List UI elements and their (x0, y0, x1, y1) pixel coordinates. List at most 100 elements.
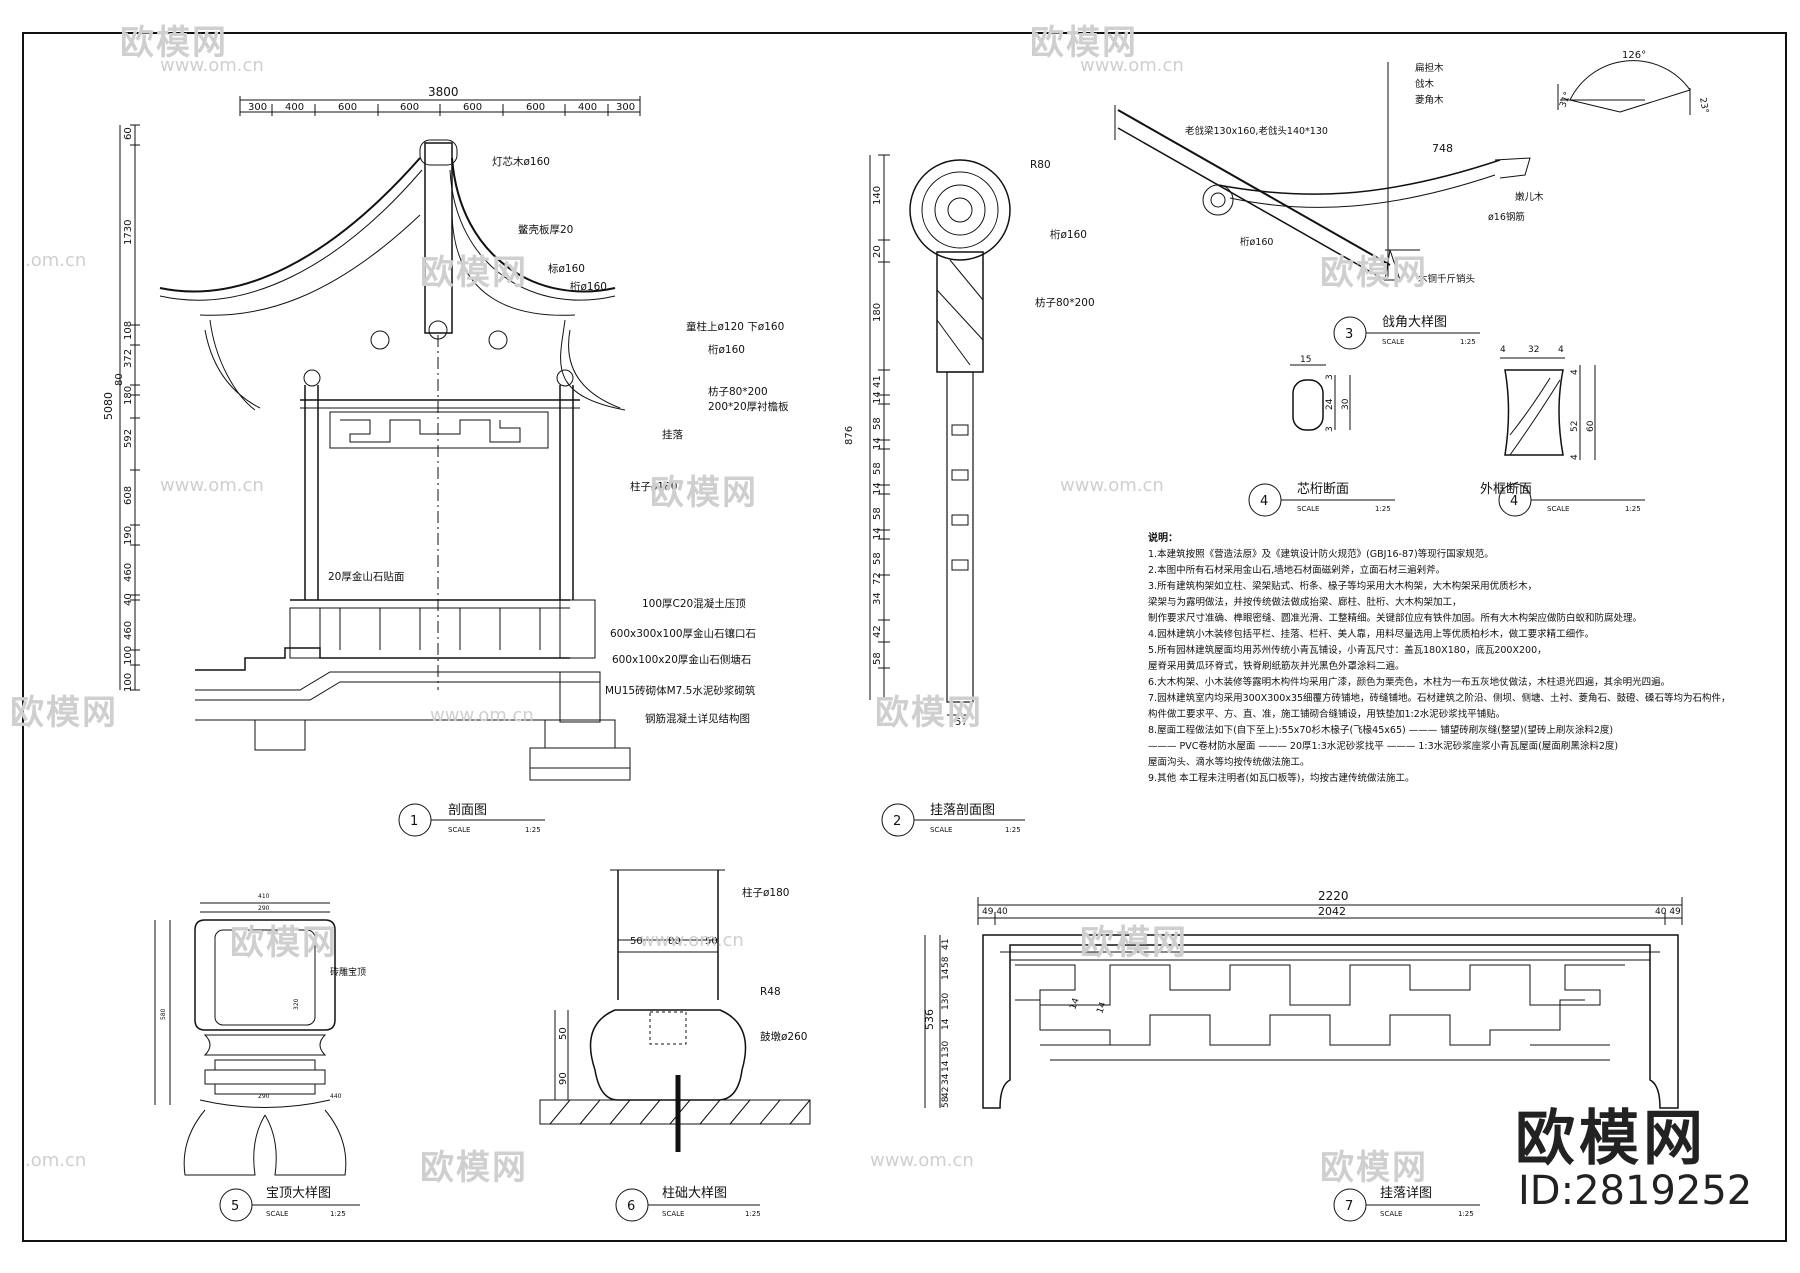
d7-right-dims: 40 49 (1655, 907, 1681, 917)
d3-label: 菱角木 (1415, 94, 1444, 106)
d7-side-dim: 14 (941, 968, 951, 980)
notes-item: 5.所有园林建筑屋面均用苏州传统小青瓦铺设，小青瓦尺寸：盖瓦180X180，底瓦… (1148, 645, 1547, 656)
d1-label: 600x300x100厚金山石镶口石 (610, 627, 756, 640)
notes-heading: 说明： (1148, 533, 1178, 544)
d4a-dim: 15 (1300, 355, 1311, 365)
watermark: 欧模网 (875, 693, 983, 733)
d2-dim: 140 (872, 186, 883, 205)
d6-label: 柱子ø180 (742, 886, 789, 899)
d4a-scale-label: SCALE (1297, 505, 1319, 513)
watermark-url: www.om.cn (430, 705, 534, 726)
d6-dim: 50 (630, 936, 643, 947)
d1-label: 灯芯木ø160 (492, 155, 550, 168)
d7-side-dim: 14 (941, 1018, 951, 1030)
d4a-num: 4 (1260, 494, 1268, 509)
watermark-url: www.om.cn (640, 930, 744, 951)
notes-item: 6.大木构架、小木装修等露明木构件均采用广漆，颜色为栗壳色，木柱为一布五灰地仗做… (1148, 677, 1671, 688)
d1-top-total: 3800 (428, 85, 459, 99)
d1-top-dim: 400 (285, 102, 304, 113)
drawing-4a-core-purlin (1290, 364, 1351, 431)
d5-label: 砖雕宝顶 (330, 966, 366, 978)
drawing-5-finial (154, 902, 347, 1176)
d1-label: 鳖壳板厚20 (518, 223, 573, 236)
watermark: 欧模网 (1080, 923, 1188, 963)
d4b-dim: 4 (1500, 345, 1506, 355)
d3-scale: 1:25 (1460, 338, 1476, 346)
d4b-dim: 4 (1558, 345, 1564, 355)
d3-label: 748 (1432, 142, 1453, 155)
watermark: 欧模网 (1030, 23, 1138, 63)
d1-label: 20厚金山石贴面 (328, 570, 404, 583)
d6-dim: 50 (558, 1027, 569, 1040)
d1-side-dim: 592 (123, 429, 134, 448)
d3-scale-label: SCALE (1382, 338, 1404, 346)
d5-title: 宝顶大样图 (266, 1186, 331, 1201)
d2-dim: 42 (872, 625, 883, 638)
d2-dim: 876 (844, 426, 855, 445)
d1-label: 钢筋混凝土详见结构图 (645, 712, 750, 725)
d1-side-dim: 1730 (123, 220, 134, 245)
d2-scale-label: SCALE (930, 826, 952, 834)
d6-label: 鼓墩ø260 (760, 1030, 807, 1043)
d4b-dim: 4 (1570, 369, 1580, 375)
d7-side-dim: 58 (941, 1096, 951, 1108)
d1-label: 童柱上ø120 下ø160 (686, 320, 784, 333)
d2-dim: 14 (872, 437, 883, 450)
d2-dim: 41 (872, 375, 883, 388)
d4a-dim: 30 (1341, 398, 1351, 410)
drawing-3-hip-corner (1114, 60, 1691, 281)
watermark: 欧模网 (120, 23, 228, 63)
notes-item: 9.其他 本工程未注明者(如瓦口板等)，均按古建传统做法施工。 (1148, 773, 1415, 784)
d1-side-dim: 460 (123, 621, 134, 640)
notes-item: 3.所有建筑构架如立柱、梁架贴式、桁条、椽子等均采用大木构架，大木构架采用优质杉… (1148, 581, 1538, 592)
drawing-1-section (119, 96, 641, 781)
d2-dim: 20 (872, 245, 883, 258)
d1-label: 标ø160 (548, 263, 585, 275)
notes-item: 8.屋面工程做法如下(自下至上):55x70杉木椽子(飞椽45x65) ——— … (1148, 725, 1614, 736)
d2-bottom-dim: 57 (955, 717, 968, 728)
d1-side-dim: 60 (123, 127, 134, 140)
d1-label: 100厚C20混凝土压顶 (642, 597, 746, 610)
d4b-title: 外框断面 (1480, 482, 1532, 497)
d4b-scale: 1:25 (1625, 505, 1641, 513)
d1-side-dim: 80 (114, 373, 125, 386)
d2-dim: 58 (872, 462, 883, 475)
watermark: 欧模网 (650, 473, 758, 513)
brand-id: ID:2819252 (1518, 1168, 1753, 1214)
d6-num: 6 (627, 1199, 635, 1214)
d4b-dim: 60 (1586, 420, 1596, 432)
d7-side-dim: 58 (941, 956, 951, 968)
d7-num: 7 (1345, 1199, 1353, 1214)
drawing-7-gualuo-detail (924, 897, 1683, 1109)
d7-title: 挂落详图 (1380, 1186, 1432, 1201)
d3-label: 戗木 (1415, 78, 1435, 90)
d1-num: 1 (410, 814, 418, 829)
d2-scale: 1:25 (1005, 826, 1021, 834)
d2-dim: 58 (872, 652, 883, 665)
d2-dim: 180 (872, 303, 883, 322)
d4a-dim: 3 (1325, 426, 1335, 432)
watermark-url: www.om.cn (1080, 55, 1184, 76)
d1-label: 桁ø160 (570, 280, 607, 293)
notes-item: 2.本图中所有石材采用金山石,墙地石材面磁剁斧，立面石材三遍剁斧。 (1148, 565, 1446, 576)
d3-label: 扁担木 (1415, 62, 1444, 74)
sheet-border (22, 32, 1787, 1242)
d3-num: 3 (1345, 327, 1353, 342)
d6-scale-label: SCALE (662, 1210, 684, 1218)
d4a-dim: 24 (1325, 398, 1335, 410)
d6-dim: 90 (558, 1072, 569, 1085)
notes-item: 屋面沟头、滴水等均按传统做法施工。 (1148, 757, 1310, 768)
d1-side-dim: 100 (123, 646, 134, 665)
d3-label: 老戗梁130x160,老戗头140*130 (1185, 125, 1328, 137)
d6-scale: 1:25 (745, 1210, 761, 1218)
d7-side-total: 536 (923, 1009, 936, 1030)
d1-side-dim: 190 (123, 526, 134, 545)
d1-side-dim: 608 (123, 486, 134, 505)
d3-label: 木铜千斤销头 (1418, 273, 1475, 285)
d1-top-dim: 300 (616, 102, 635, 113)
notes-item: 屋脊采用黄瓜环脊式，铁脊刷纸筋灰并光黑色外罩涂料二遍。 (1148, 661, 1405, 672)
d1-label: 桁ø160 (708, 343, 745, 356)
d3-angle-left: 31° (1558, 91, 1573, 109)
d1-side-dim: 40 (123, 593, 134, 606)
